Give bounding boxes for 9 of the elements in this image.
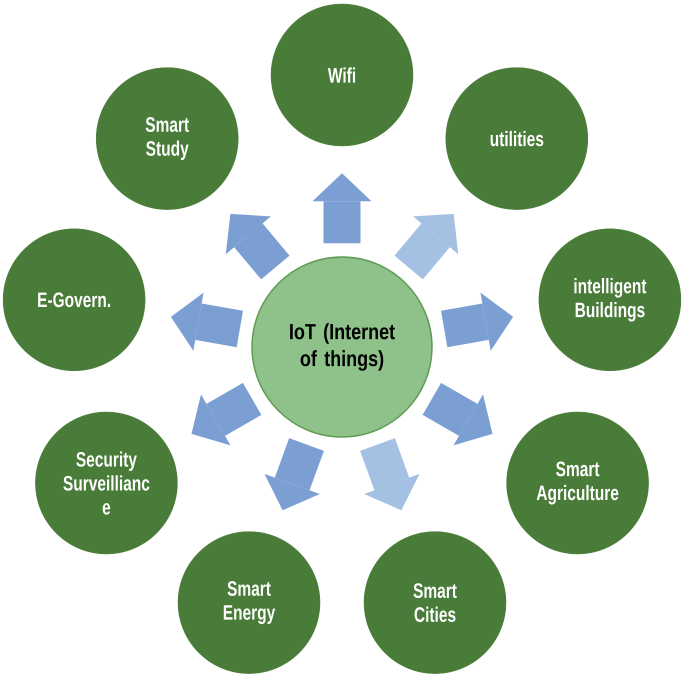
block-arrow (440, 292, 514, 351)
block-arrow (170, 292, 244, 351)
block-arrow (264, 438, 324, 510)
block-arrow (312, 173, 372, 244)
block-arrow (192, 382, 262, 446)
block-arrow (422, 382, 493, 446)
block-arrow (394, 214, 458, 280)
block-arrow (360, 438, 420, 510)
block-arrow (226, 214, 290, 280)
